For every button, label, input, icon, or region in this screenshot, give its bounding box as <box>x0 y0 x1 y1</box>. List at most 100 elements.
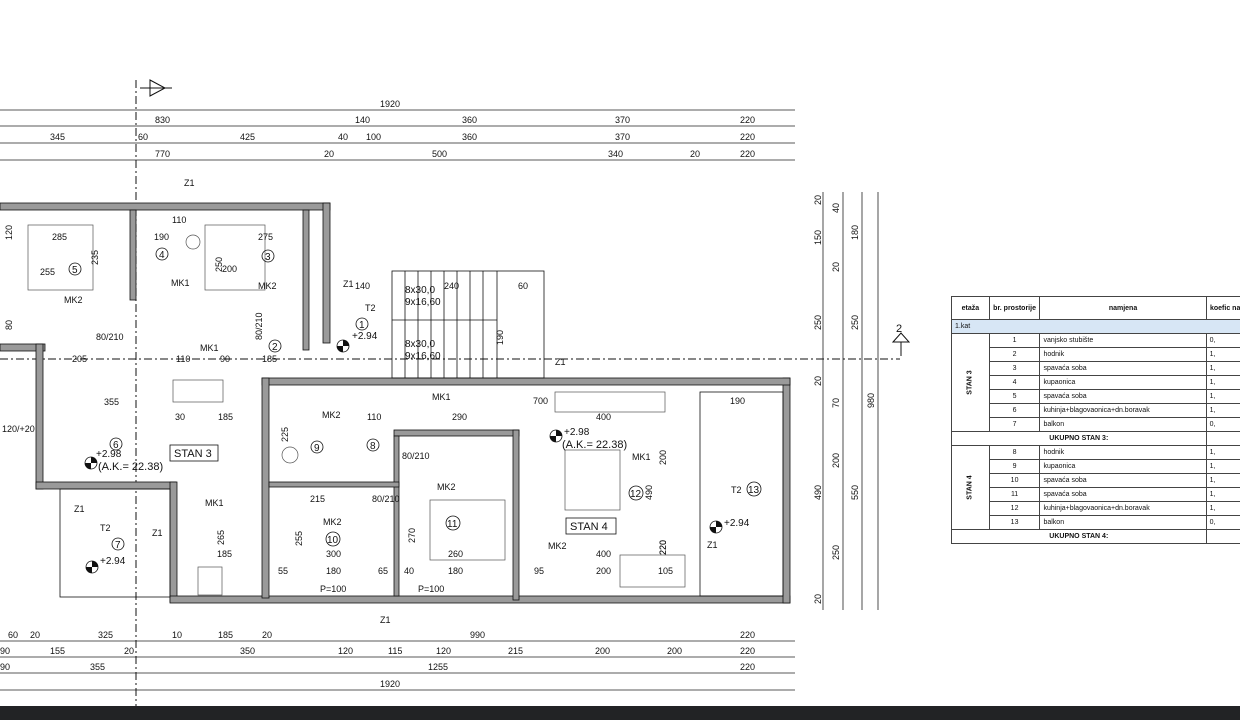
svg-text:200: 200 <box>596 566 611 576</box>
room-name: spavaća soba <box>1039 361 1207 376</box>
svg-text:Z1: Z1 <box>707 540 718 550</box>
svg-text:95: 95 <box>534 566 544 576</box>
svg-text:220: 220 <box>740 630 755 640</box>
section-marker-label: 2 <box>896 323 902 335</box>
room-name: hodnik <box>1039 347 1207 362</box>
svg-text:150: 150 <box>813 230 823 245</box>
svg-text:360: 360 <box>462 115 477 125</box>
section-arrow-top <box>140 79 172 97</box>
svg-text:MK1: MK1 <box>200 343 219 353</box>
svg-text:P=100: P=100 <box>418 584 444 594</box>
table-header: etaža br. prostorije namjena koefic nam <box>951 296 1240 320</box>
svg-text:80/210: 80/210 <box>96 332 124 342</box>
svg-text:+2.94: +2.94 <box>352 331 378 342</box>
svg-text:490: 490 <box>644 485 654 500</box>
svg-text:205: 205 <box>72 354 87 364</box>
room-name: hodnik <box>1039 445 1207 460</box>
stan3-total: UKUPNO STAN 3: <box>951 431 1207 446</box>
svg-text:Z1: Z1 <box>380 615 391 625</box>
svg-text:240: 240 <box>444 281 459 291</box>
svg-text:990: 990 <box>470 630 485 640</box>
svg-text:110: 110 <box>367 412 381 422</box>
svg-text:10: 10 <box>172 630 182 640</box>
svg-text:30: 30 <box>175 412 185 422</box>
svg-text:20: 20 <box>124 646 134 656</box>
svg-text:MK2: MK2 <box>64 295 83 305</box>
svg-text:340: 340 <box>608 149 623 159</box>
svg-text:550: 550 <box>850 485 860 500</box>
table-row: 9 kupaonica 1, <box>952 459 1240 474</box>
svg-text:MK2: MK2 <box>548 541 567 551</box>
room-coef: 0, <box>1205 515 1240 530</box>
svg-text:400: 400 <box>596 549 611 559</box>
room-coef: 1, <box>1205 361 1240 376</box>
svg-text:Z1: Z1 <box>555 357 566 367</box>
table-row: 2 hodnik 1, <box>952 347 1240 362</box>
svg-text:180: 180 <box>850 225 860 240</box>
svg-text:345: 345 <box>50 132 65 142</box>
svg-text:80/210: 80/210 <box>402 451 430 461</box>
svg-text:20: 20 <box>30 630 40 640</box>
svg-text:65: 65 <box>378 566 388 576</box>
svg-text:(A.K.= 22.38): (A.K.= 22.38) <box>562 439 627 451</box>
room-coef: 1, <box>1205 445 1240 460</box>
room-name: kuhinja+blagovaonica+dn.boravak <box>1039 501 1207 516</box>
svg-text:STAN 3: STAN 3 <box>174 448 212 460</box>
svg-text:250: 250 <box>813 315 823 330</box>
svg-text:200: 200 <box>831 453 841 468</box>
svg-text:(A.K.= 22.38): (A.K.= 22.38) <box>98 461 163 473</box>
svg-text:60: 60 <box>138 132 148 142</box>
table-row: 7 balkon 0, <box>952 417 1240 432</box>
svg-text:185: 185 <box>262 354 277 364</box>
svg-text:P=100: P=100 <box>320 584 346 594</box>
svg-text:500: 500 <box>432 149 447 159</box>
table-row: 6 kuhinja+blagovaonica+dn.boravak 1, <box>952 403 1240 418</box>
room-coef: 1, <box>1205 347 1240 362</box>
svg-text:220: 220 <box>740 132 755 142</box>
table-row: 11 spavaća soba 1, <box>952 487 1240 502</box>
svg-text:90: 90 <box>0 662 10 672</box>
header-etaza: etaža <box>951 296 990 320</box>
bottom-dim-texts: 60 20 325 10 185 20 990 220 90 155 20 35… <box>0 630 755 689</box>
svg-text:120: 120 <box>338 646 353 656</box>
stan4-total: UKUPNO STAN 4: <box>951 529 1207 544</box>
svg-text:700: 700 <box>533 396 548 406</box>
svg-text:MK2: MK2 <box>258 281 277 291</box>
table-row: 12 kuhinja+blagovaonica+dn.boravak 1, <box>952 501 1240 516</box>
svg-text:300: 300 <box>326 549 341 559</box>
svg-text:55: 55 <box>278 566 288 576</box>
room-coef: 1, <box>1205 473 1240 488</box>
svg-text:8x30,0: 8x30,0 <box>405 285 435 296</box>
svg-text:11: 11 <box>447 519 458 530</box>
svg-text:40: 40 <box>831 203 841 213</box>
svg-text:220: 220 <box>740 646 755 656</box>
svg-text:115: 115 <box>388 646 402 656</box>
svg-text:220: 220 <box>740 149 755 159</box>
svg-text:9x16,60: 9x16,60 <box>405 351 441 362</box>
apartment-labels: STAN 3 STAN 4 <box>169 444 617 535</box>
svg-text:120: 120 <box>436 646 451 656</box>
svg-text:325: 325 <box>98 630 113 640</box>
stan3-cell: STAN 3 <box>951 333 990 432</box>
svg-text:70: 70 <box>831 398 841 408</box>
stan4-label: STAN 4 <box>966 475 974 500</box>
table-row: 10 spavaća soba 1, <box>952 473 1240 488</box>
svg-text:185: 185 <box>218 412 233 422</box>
svg-text:155: 155 <box>50 646 65 656</box>
svg-text:200: 200 <box>595 646 610 656</box>
room-no: 10 <box>988 473 1041 488</box>
svg-text:60: 60 <box>8 630 18 640</box>
svg-text:265: 265 <box>216 530 226 545</box>
svg-text:Z1: Z1 <box>152 528 163 538</box>
svg-text:40: 40 <box>338 132 348 142</box>
svg-text:255: 255 <box>294 531 304 546</box>
svg-text:8x30,0: 8x30,0 <box>405 339 435 350</box>
svg-text:275: 275 <box>258 232 273 242</box>
svg-text:140: 140 <box>355 281 370 291</box>
svg-text:9x16,60: 9x16,60 <box>405 297 441 308</box>
bottom-dimension-lines <box>0 640 795 691</box>
svg-text:105: 105 <box>658 566 673 576</box>
room-name: kupaonica <box>1039 459 1207 474</box>
room-no: 12 <box>988 501 1041 516</box>
svg-text:MK2: MK2 <box>323 517 342 527</box>
